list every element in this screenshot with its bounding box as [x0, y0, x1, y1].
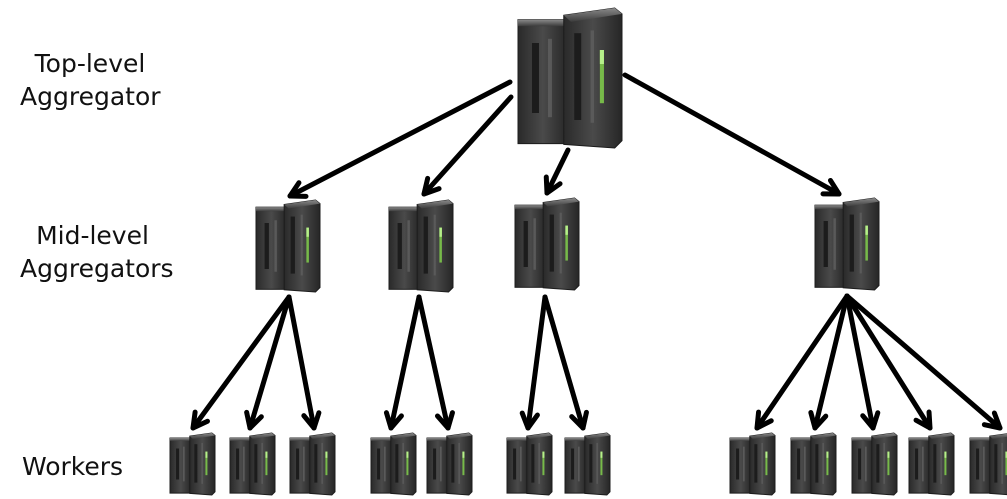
arrow-mid-3-to-worker-6: [519, 294, 548, 431]
arrow-mid-4-to-worker-11: [844, 293, 933, 431]
worker-server-icon-1: [169, 432, 216, 496]
arrow-top-to-mid-2: [421, 94, 514, 197]
arrow-top-to-mid-1: [287, 79, 513, 199]
worker-server-icon-10: [851, 432, 898, 496]
worker-server-icon-8: [729, 432, 776, 496]
top-level-label-line-2: Aggregator: [20, 82, 161, 111]
arrow-mid-4-to-worker-9: [808, 293, 850, 431]
top-level-label-line-1: Top-level: [34, 49, 146, 78]
worker-server-icon-2: [229, 432, 276, 496]
arrow-mid-2-to-worker-5: [416, 294, 455, 431]
arrows-layer: [190, 72, 1003, 431]
arrow-mid-1-to-worker-2: [244, 294, 292, 431]
arrow-mid-2-to-worker-4: [383, 294, 422, 431]
worker-server-icon-11: [908, 432, 955, 496]
arrow-mid-4-to-worker-12: [844, 293, 1003, 431]
arrow-mid-4-to-worker-10: [844, 293, 881, 431]
worker-server-icon-7: [564, 432, 611, 496]
arrow-mid-4-to-worker-8: [754, 293, 850, 431]
mid-level-label-line-1: Mid-level: [36, 221, 149, 250]
worker-server-icon-5: [426, 432, 473, 496]
mid-level-aggregator-server-icon-4: [814, 197, 880, 291]
top-level-aggregator-server-icon: [517, 7, 623, 149]
mid-level-aggregator-server-icon-2: [388, 199, 454, 293]
worker-server-icon-12: [969, 433, 1007, 496]
arrow-mid-3-to-worker-7: [542, 294, 589, 431]
workers-label: Workers: [21, 452, 124, 481]
mid-level-label-line-2: Aggregators: [20, 254, 174, 283]
mid-level-aggregators-label: Mid-level Aggregators: [20, 219, 174, 285]
mid-level-aggregator-server-icon-1: [255, 199, 321, 293]
worker-server-icon-6: [506, 432, 553, 496]
worker-server-icon-9: [790, 432, 837, 496]
worker-server-icon-3: [289, 432, 336, 496]
servers-layer: [169, 7, 1007, 496]
arrow-mid-1-to-worker-1: [190, 294, 292, 431]
arrow-mid-1-to-worker-3: [286, 294, 322, 431]
arrow-top-to-mid-4: [622, 72, 842, 197]
mid-level-aggregator-server-icon-3: [514, 197, 580, 291]
worker-server-icon-4: [370, 432, 417, 496]
top-level-aggregator-label: Top-level Aggregator: [20, 47, 161, 113]
arrow-top-to-mid-3: [543, 147, 571, 196]
